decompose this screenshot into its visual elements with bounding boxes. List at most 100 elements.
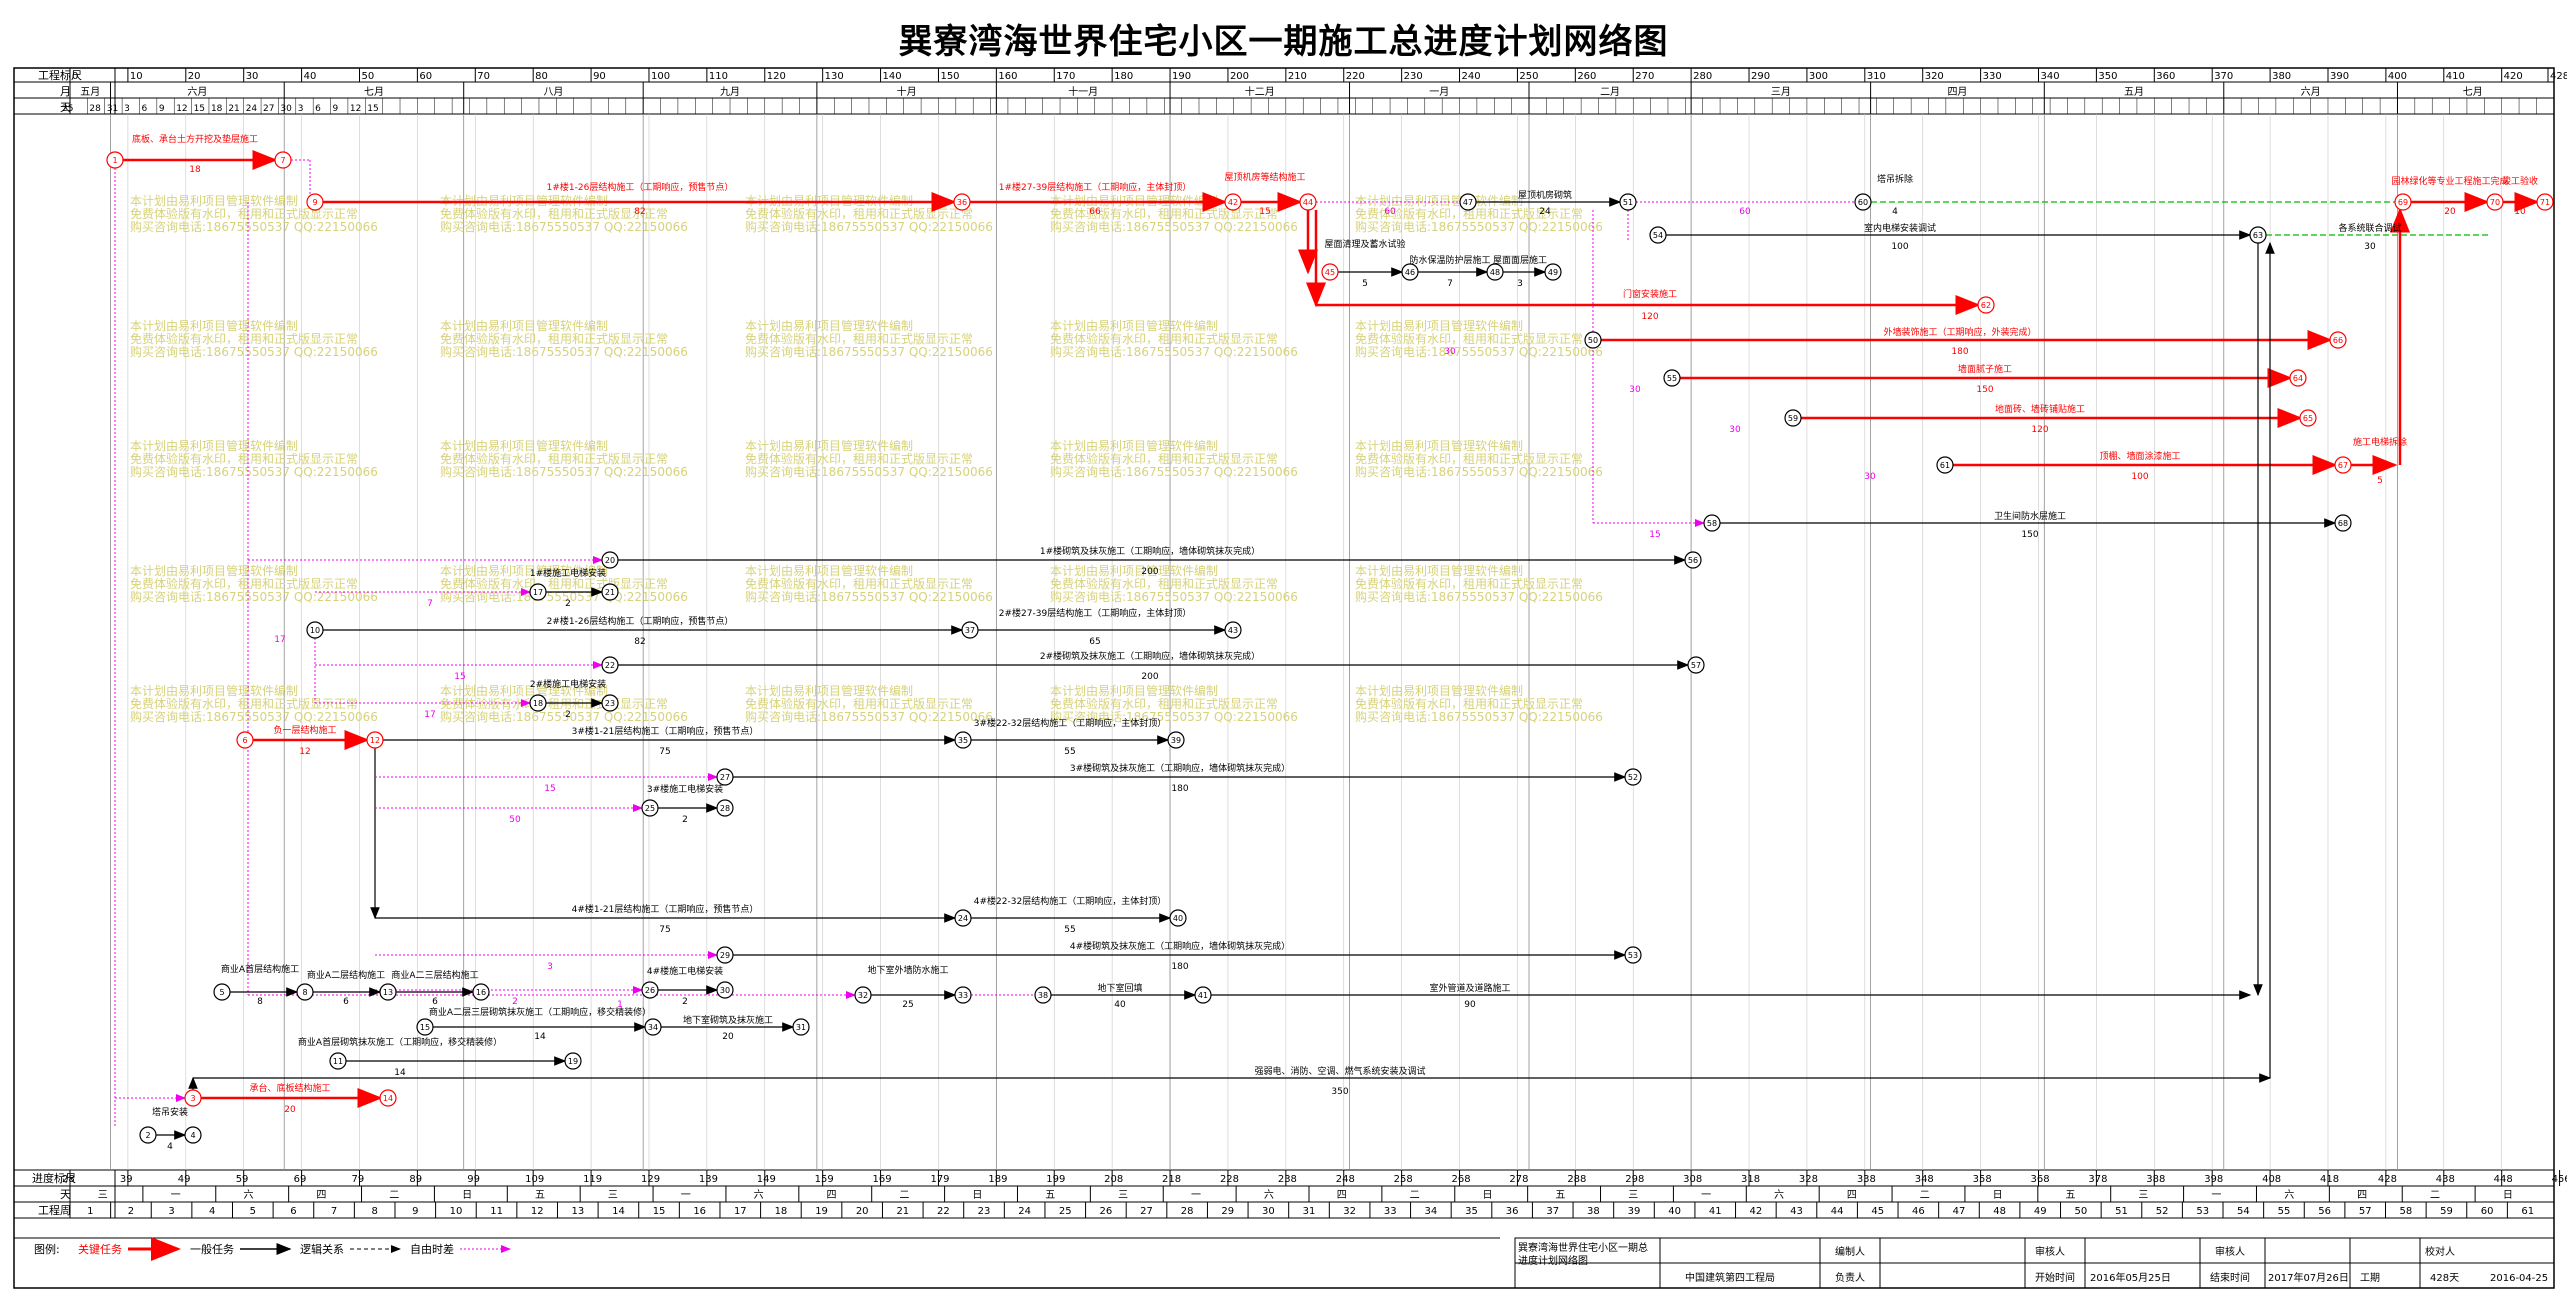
month-label: 六月: [2301, 86, 2321, 98]
node-circle: [416, 1018, 434, 1036]
node-number: 12: [370, 736, 380, 745]
node-number: 3: [190, 1094, 195, 1103]
bottom-tick-label: 258: [1394, 1174, 1413, 1185]
week-label: 24: [1018, 1206, 1031, 1217]
weekday-label: 日: [972, 1190, 982, 1201]
task-label: 商业A二三层结构施工: [391, 969, 478, 981]
task-label: 7: [1447, 279, 1453, 289]
scale-tick-label: 220: [1346, 71, 1365, 82]
task-label: 8: [257, 997, 263, 1007]
scale-tick-label: 10: [130, 71, 143, 82]
week-label: 43: [1790, 1206, 1803, 1217]
node-number: 31: [796, 1023, 806, 1032]
watermark-line: 购买咨询电话:18675550537 QQ:22150066: [1050, 589, 1298, 604]
week-label: 50: [2075, 1206, 2088, 1217]
node-number: 8: [302, 988, 307, 997]
weekday-label: 二: [1920, 1190, 1930, 1201]
watermark-line: 本计划由易利项目管理软件编制: [440, 563, 608, 578]
watermark-line: 免费体验版有水印，租用和正式版显示正常: [130, 696, 358, 711]
watermark-line: 免费体验版有水印，租用和正式版显示正常: [1050, 206, 1278, 221]
task-label: 室外管道及道路施工: [1429, 982, 1510, 994]
task-label: 负一层结构施工: [273, 724, 336, 736]
task-label: 1#楼砌筑及抹灰施工（工期响应，墙体砌筑抹灰完成）: [1040, 545, 1260, 557]
task-label: 2: [565, 710, 571, 720]
bottom-tick-label: 99: [467, 1174, 480, 1185]
day-label: 30: [280, 104, 292, 114]
watermark-line: 免费体验版有水印，租用和正式版显示正常: [1355, 451, 1583, 466]
scale-tick-label: 100: [651, 71, 670, 82]
node-number: 13: [383, 988, 393, 997]
bottom-tick-label: 189: [988, 1174, 1007, 1185]
bottom-tick-label: 438: [2436, 1174, 2455, 1185]
scale-tick-label: 370: [2214, 71, 2233, 82]
watermark-line: 免费体验版有水印，租用和正式版显示正常: [1355, 696, 1583, 711]
week-label: 20: [856, 1206, 869, 1217]
watermark-line: 本计划由易利项目管理软件编制: [745, 563, 913, 578]
task-label: 3#楼砌筑及抹灰施工（工期响应，墙体砌筑抹灰完成）: [1070, 762, 1290, 774]
bottom-tick-label: 298: [1625, 1174, 1644, 1185]
watermark-line: 免费体验版有水印，租用和正式版显示正常: [1355, 206, 1583, 221]
watermark-line: 购买咨询电话:18675550537 QQ:22150066: [1050, 219, 1298, 234]
watermark-line: 本计划由易利项目管理软件编制: [1355, 683, 1523, 698]
week-label: 49: [2034, 1206, 2047, 1217]
task-label: 2#楼砌筑及抹灰施工（工期响应，墙体砌筑抹灰完成）: [1040, 650, 1260, 662]
node-number: 32: [858, 991, 868, 1000]
node-circle: [529, 583, 547, 601]
task-label: 55: [1064, 925, 1075, 935]
node-circle: [953, 193, 971, 211]
legend-label: 图例:: [34, 1242, 60, 1256]
node-circle: [529, 694, 547, 712]
node-number: 56: [1688, 556, 1698, 565]
scale-tick-label: 170: [1056, 71, 1075, 82]
node-circle: [1401, 263, 1419, 281]
task-label: 20: [2444, 207, 2456, 217]
week-label: 51: [2115, 1206, 2128, 1217]
weekday-label: 四: [2357, 1190, 2367, 1201]
node-circle: [1854, 193, 1872, 211]
float-label: 1: [617, 1000, 623, 1010]
task-label: 4#楼砌筑及抹灰施工（工期响应，墙体砌筑抹灰完成）: [1070, 940, 1290, 952]
watermark-line: 免费体验版有水印，租用和正式版显示正常: [1050, 696, 1278, 711]
node-number: 49: [1548, 268, 1558, 277]
task-label: 2: [682, 815, 688, 825]
task-label: 卫生间防水层施工: [1994, 510, 2066, 522]
bottom-tick-label: 109: [525, 1174, 544, 1185]
watermark-line: 购买咨询电话:18675550537 QQ:22150066: [130, 464, 378, 479]
month-label: 七月: [364, 86, 384, 98]
month-label: 九月: [720, 86, 740, 98]
node-circle: [2329, 331, 2347, 349]
node-circle: [792, 1018, 810, 1036]
day-label: 12: [176, 104, 187, 114]
watermark-line: 购买咨询电话:18675550537 QQ:22150066: [440, 589, 688, 604]
node-circle: [954, 986, 972, 1004]
week-label: 53: [2196, 1206, 2209, 1217]
scale-tick-label: 320: [1925, 71, 1944, 82]
week-label: 22: [937, 1206, 950, 1217]
task-label: 40: [1114, 1000, 1126, 1010]
watermark-line: 本计划由易利项目管理软件编制: [1050, 683, 1218, 698]
bottom-tick-label: 418: [2320, 1174, 2339, 1185]
week-label: 9: [412, 1206, 418, 1217]
node-circle: [1034, 986, 1052, 1004]
watermark-line: 购买咨询电话:18675550537 QQ:22150066: [440, 344, 688, 359]
task-label: 6: [343, 997, 349, 1007]
node-number: 29: [720, 951, 730, 960]
watermark-line: 本计划由易利项目管理软件编制: [1355, 438, 1523, 453]
task-label: 180: [1951, 347, 1968, 357]
task-label: 4: [1892, 207, 1898, 217]
task-label: 1#楼施工电梯安装: [530, 567, 606, 579]
node-circle: [306, 621, 324, 639]
weekday-label: 日: [1482, 1190, 1492, 1201]
task-label: 90: [1464, 1000, 1476, 1010]
node-number: 28: [720, 804, 730, 813]
scale-tick-label: 428: [2550, 71, 2567, 82]
week-label: 55: [2278, 1206, 2291, 1217]
title-block: 巽寮湾海世界住宅小区一期总进度计划网络图 中国建筑第四工程局 编制人 负责人 审…: [1514, 1237, 2555, 1289]
node-circle: [1224, 621, 1242, 639]
footer-company: 中国建筑第四工程局: [1685, 1271, 1775, 1284]
task-label: 3#楼施工电梯安装: [647, 783, 723, 795]
weekday-label: 一: [1191, 1190, 1201, 1201]
task-label: 180: [1171, 962, 1188, 972]
node-number: 61: [1940, 461, 1950, 470]
task-label: 商业A首层砌筑抹灰施工（工期响应，移交精装修）: [298, 1036, 502, 1048]
